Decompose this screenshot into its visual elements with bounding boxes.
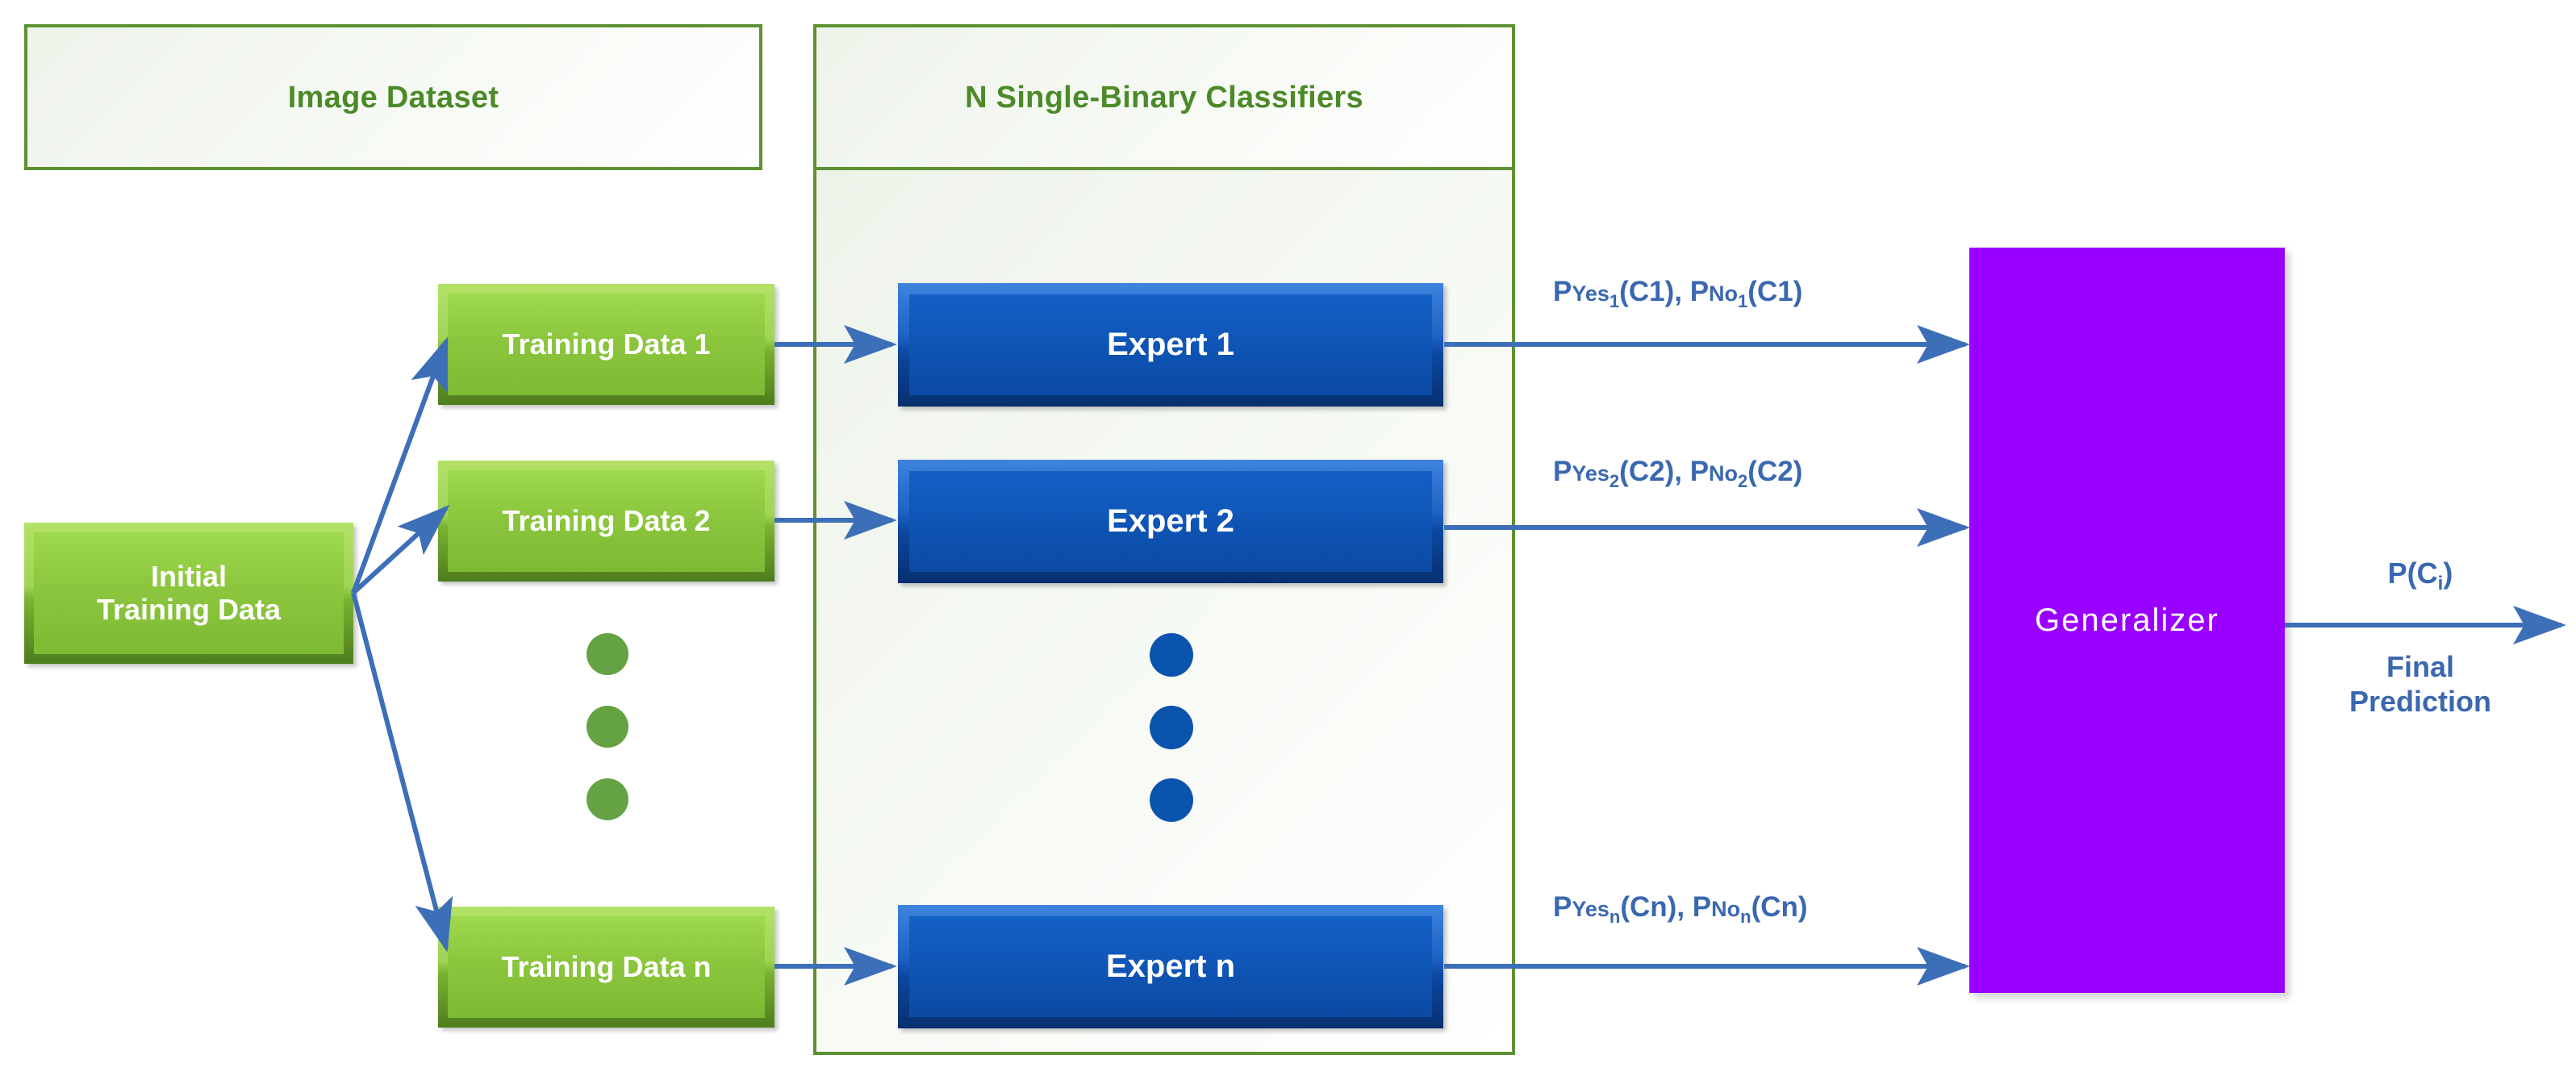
block-expert-n[interactable]: Expert n — [898, 905, 1443, 1028]
output-probability-label: P(Ci) — [2299, 557, 2541, 595]
training-data-1-label: Training Data 1 — [502, 327, 711, 361]
output-probability-prefix: P(C — [2387, 557, 2438, 590]
training-data-2-label: Training Data 2 — [502, 503, 711, 537]
block-training-data-2[interactable]: Training Data 2 — [438, 461, 774, 582]
edge-label-2-p2-prefix: P — [1689, 456, 1710, 487]
group-title-image-dataset: Image Dataset — [287, 81, 499, 115]
group-box-classifiers — [813, 24, 1515, 170]
edge-label-1-p2-word: No — [1709, 281, 1739, 306]
edge-label-2-p2-word: No — [1709, 461, 1739, 486]
expert-2-label: Expert 2 — [1107, 503, 1234, 540]
output-caption-line2: Prediction — [2348, 685, 2492, 719]
block-initial-training-data[interactable]: Initial Training Data — [24, 523, 353, 664]
edge-label-2-p2-arg: (C2) — [1747, 456, 1803, 487]
block-expert-2[interactable]: Expert 2 — [898, 460, 1443, 583]
edge-label-n-p1-sub: n — [1609, 907, 1621, 927]
ellipsis-dot-blue-3 — [1150, 778, 1193, 822]
ellipsis-dot-blue-1 — [1150, 633, 1193, 677]
wire-source-to-training-2 — [351, 504, 450, 595]
group-box-image-dataset — [24, 24, 762, 170]
ellipsis-dot-blue-2 — [1150, 706, 1193, 749]
group-title-classifiers: N Single-Binary Classifiers — [965, 81, 1363, 115]
edge-label-n-separator: , — [1676, 891, 1693, 923]
output-probability-sub: i — [2437, 573, 2444, 595]
edge-label-2-p1-sub: 2 — [1609, 471, 1620, 491]
edge-label-expert-2: PYes2(C2), PNo2(C2) — [1553, 456, 1802, 492]
edge-label-1-p1-prefix: P — [1553, 276, 1572, 307]
edge-label-1-separator: , — [1674, 276, 1690, 307]
edge-label-2-p2-sub: 2 — [1738, 471, 1748, 491]
expert-n-label: Expert n — [1105, 949, 1236, 985]
edge-label-1-p2-arg: (C1) — [1747, 276, 1803, 307]
edge-label-n-p1-prefix: P — [1553, 891, 1572, 923]
ellipsis-dot-green-3 — [587, 778, 628, 820]
edge-label-n-p2-arg: (Cn) — [1751, 891, 1808, 923]
output-probability-suffix: ) — [2443, 557, 2453, 590]
edge-label-1-p1-sub: 1 — [1609, 291, 1620, 311]
ellipsis-dot-green-1 — [587, 633, 628, 675]
edge-label-expert-n: PYesn(Cn), PNon(Cn) — [1553, 891, 1808, 928]
edge-label-expert-1: PYes1(C1), PNo1(C1) — [1553, 276, 1802, 312]
edge-label-n-p2-prefix: P — [1692, 891, 1712, 923]
training-data-n-label: Training Data n — [501, 949, 712, 983]
edge-label-1-p2-sub: 1 — [1738, 291, 1748, 311]
wire-source-to-training-3 — [351, 592, 453, 953]
ellipsis-dot-green-2 — [587, 706, 628, 748]
initial-training-data-line2: Training Data — [96, 592, 282, 626]
wire-source-to-training-1 — [351, 336, 449, 594]
edge-label-2-p1-word: Yes — [1572, 461, 1609, 486]
expert-1-label: Expert 1 — [1107, 327, 1234, 363]
block-training-data-1[interactable]: Training Data 1 — [438, 284, 774, 405]
edge-label-1-p2-prefix: P — [1689, 276, 1710, 307]
output-caption: Final Prediction — [2299, 649, 2541, 719]
edge-label-n-p1-word: Yes — [1572, 897, 1609, 921]
output-caption-line1: Final — [2386, 650, 2454, 683]
block-training-data-n[interactable]: Training Data n — [438, 907, 774, 1028]
edge-label-n-p2-word: No — [1711, 897, 1741, 921]
block-expert-1[interactable]: Expert 1 — [898, 283, 1443, 407]
edge-label-2-p1-arg: (C2) — [1619, 456, 1675, 487]
generalizer-label: Generalizer — [2035, 602, 2219, 638]
edge-label-1-p1-arg: (C1) — [1619, 276, 1675, 307]
edge-label-2-p1-prefix: P — [1553, 456, 1572, 487]
edge-label-2-separator: , — [1674, 456, 1690, 487]
edge-label-n-p1-arg: (Cn) — [1620, 891, 1677, 923]
edge-label-n-p2-sub: n — [1740, 907, 1751, 927]
edge-label-1-p1-word: Yes — [1572, 281, 1609, 306]
block-generalizer[interactable]: Generalizer — [1969, 248, 2285, 993]
initial-training-data-line1: Initial — [150, 560, 227, 594]
